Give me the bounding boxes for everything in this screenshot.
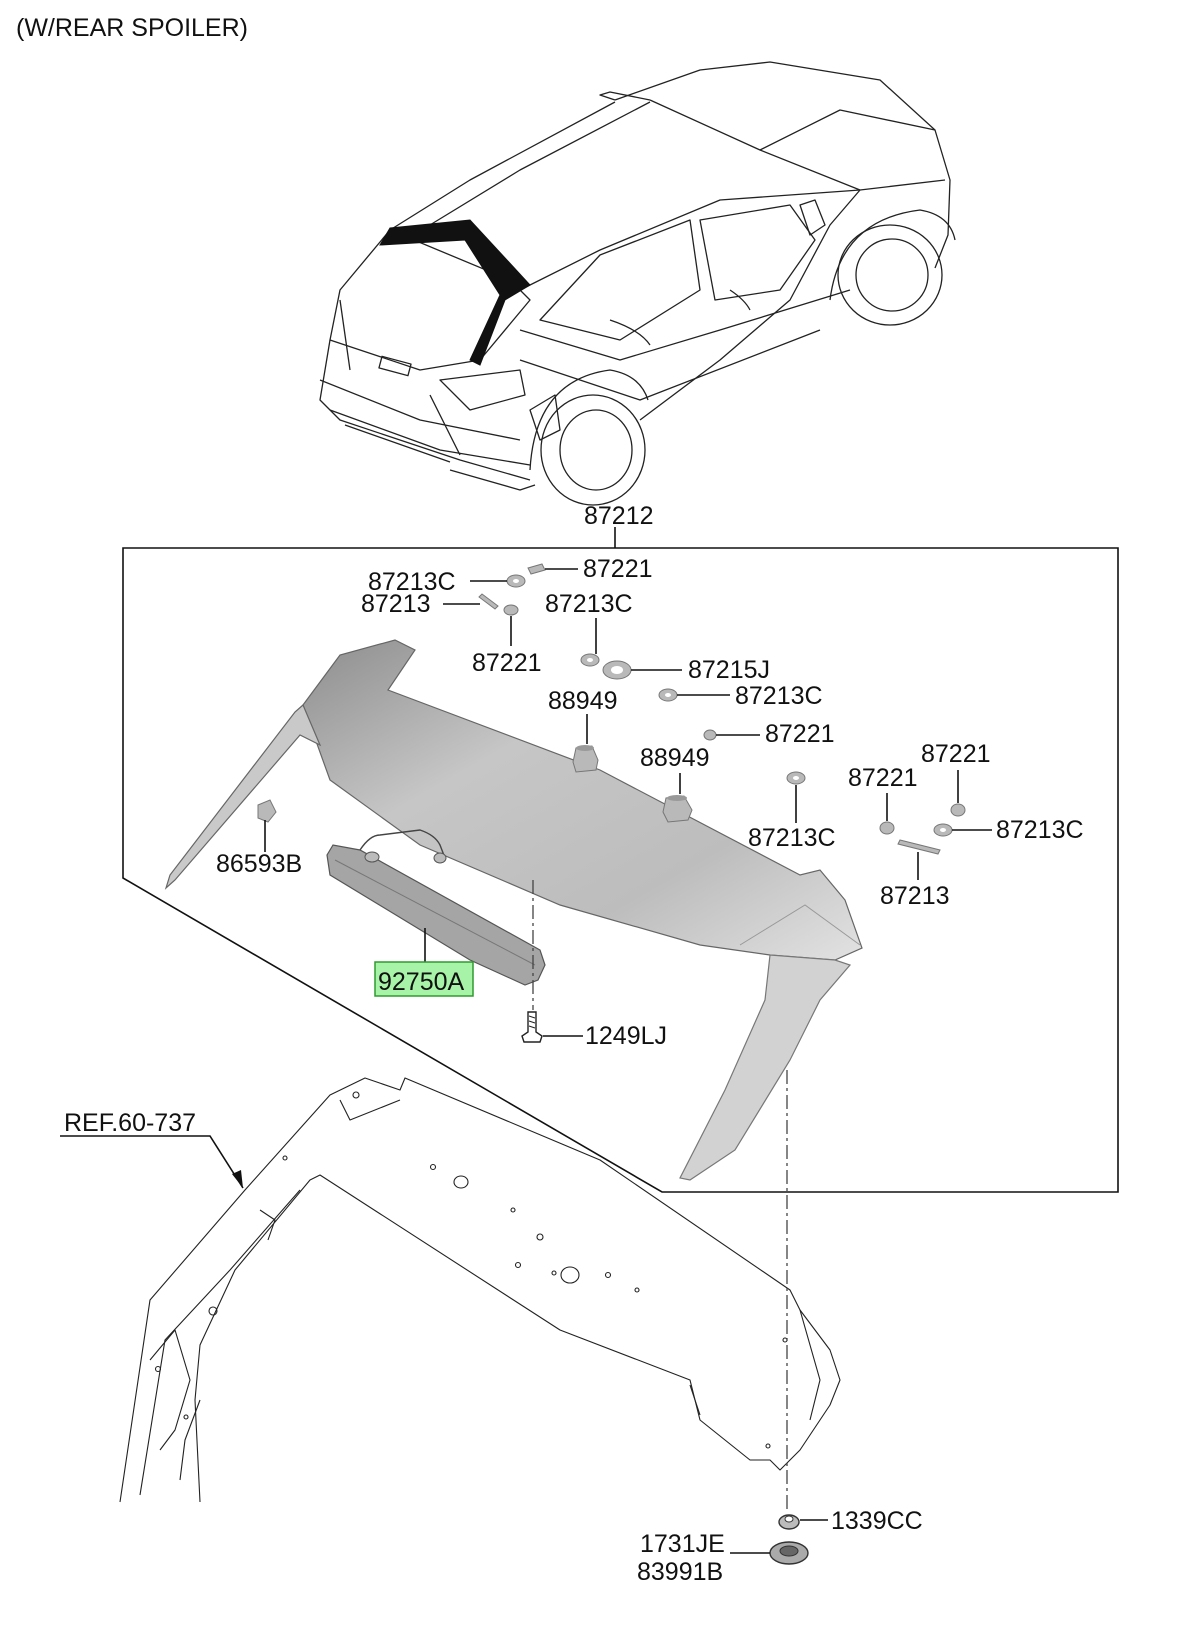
label-87213c-mid: 87213C: [735, 682, 823, 710]
spoiler-location-highlight: [379, 219, 531, 366]
diagram-title: (W/REAR SPOILER): [16, 14, 248, 42]
assembly-box: [122, 527, 1119, 1193]
seal-icon: [897, 839, 941, 855]
label-87213-right: 87213: [880, 882, 950, 910]
stop-lamp-icon: [326, 844, 546, 986]
label-ref-60-737: REF.60-737: [64, 1109, 196, 1137]
tailgate-panel: [119, 1077, 841, 1503]
label-87213-top: 87213: [361, 590, 431, 618]
label-87221-top-lower: 87221: [472, 649, 542, 677]
label-87221-right-b: 87221: [921, 740, 991, 768]
label-87212: 87212: [584, 502, 654, 530]
highlight-box: [374, 961, 474, 997]
clip-icon: [257, 799, 277, 823]
label-87215j: 87215J: [688, 656, 770, 684]
label-87213c-center: 87213C: [545, 590, 633, 618]
label-1731je: 1731JE: [640, 1530, 725, 1558]
bumper-icon: [662, 795, 693, 823]
label-86593b: 86593B: [216, 850, 302, 878]
label-92750a[interactable]: 92750A: [378, 968, 465, 996]
label-88949-right: 88949: [640, 744, 710, 772]
label-87221-mid: 87221: [765, 720, 835, 748]
screw-icon: [703, 729, 717, 741]
rear-spoiler: [164, 639, 863, 1181]
label-1249lj: 1249LJ: [585, 1022, 667, 1050]
vehicle-illustration: [319, 61, 956, 506]
label-87213c-top: 87213C: [368, 568, 456, 596]
label-87213c-lower: 87213C: [748, 824, 836, 852]
part-labels: 87212 87213C 87221 87213 87213C 87221 87…: [64, 502, 1084, 1586]
small-parts: [257, 563, 966, 1565]
label-1339cc: 1339CC: [831, 1507, 923, 1535]
label-83991b: 83991B: [637, 1558, 723, 1586]
screw-icon: [503, 604, 519, 616]
leader-lines: [60, 568, 992, 1554]
label-87221-right-a: 87221: [848, 764, 918, 792]
seal-icon: [478, 593, 499, 610]
label-88949-left: 88949: [548, 687, 618, 715]
screw-icon: [527, 563, 546, 575]
screw-icon: [879, 821, 895, 835]
label-87213c-right: 87213C: [996, 816, 1084, 844]
screw-icon: [950, 803, 966, 817]
label-87221-top: 87221: [583, 555, 653, 583]
alignment-lines: [532, 880, 788, 1510]
